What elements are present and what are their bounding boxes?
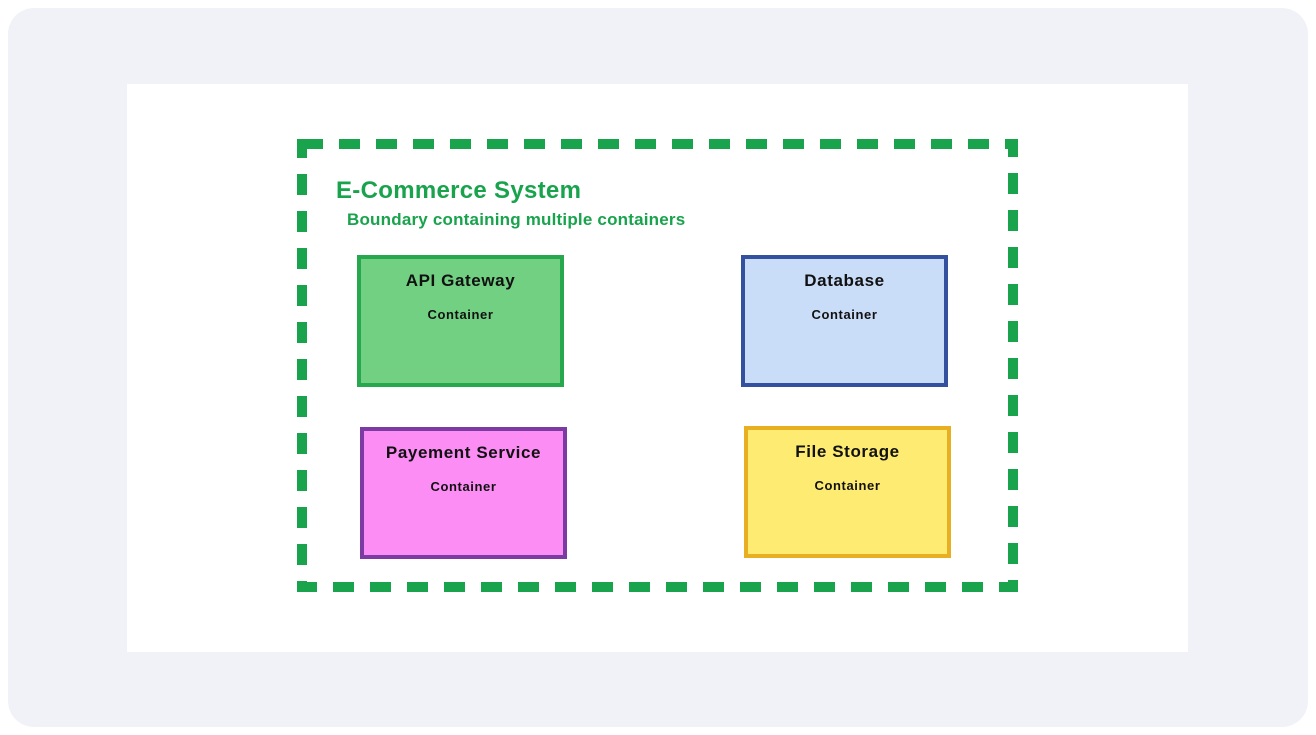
boundary-subtitle: Boundary containing multiple containers — [347, 210, 686, 229]
boundary-dashed-border — [297, 139, 1018, 592]
container-database[interactable]: Database Container — [741, 255, 948, 387]
container-name: Payement Service — [385, 443, 542, 462]
container-type-label: Container — [811, 307, 878, 322]
container-name: Database — [804, 271, 885, 290]
container-type-label: Container — [814, 478, 881, 493]
container-file-storage[interactable]: File Storage Container — [744, 426, 951, 558]
diagram-canvas: E-Commerce System Boundary containing mu… — [127, 84, 1188, 652]
system-boundary: E-Commerce System Boundary containing mu… — [297, 139, 1018, 592]
container-payment-service[interactable]: Payement Service Container — [360, 427, 567, 559]
container-name: File Storage — [795, 442, 900, 461]
container-api-gateway[interactable]: API Gateway Container — [357, 255, 564, 387]
container-type-label: Container — [427, 307, 494, 322]
container-type-label: Container — [430, 479, 497, 494]
container-name: API Gateway — [405, 271, 516, 290]
boundary-title: E-Commerce System — [336, 177, 582, 204]
